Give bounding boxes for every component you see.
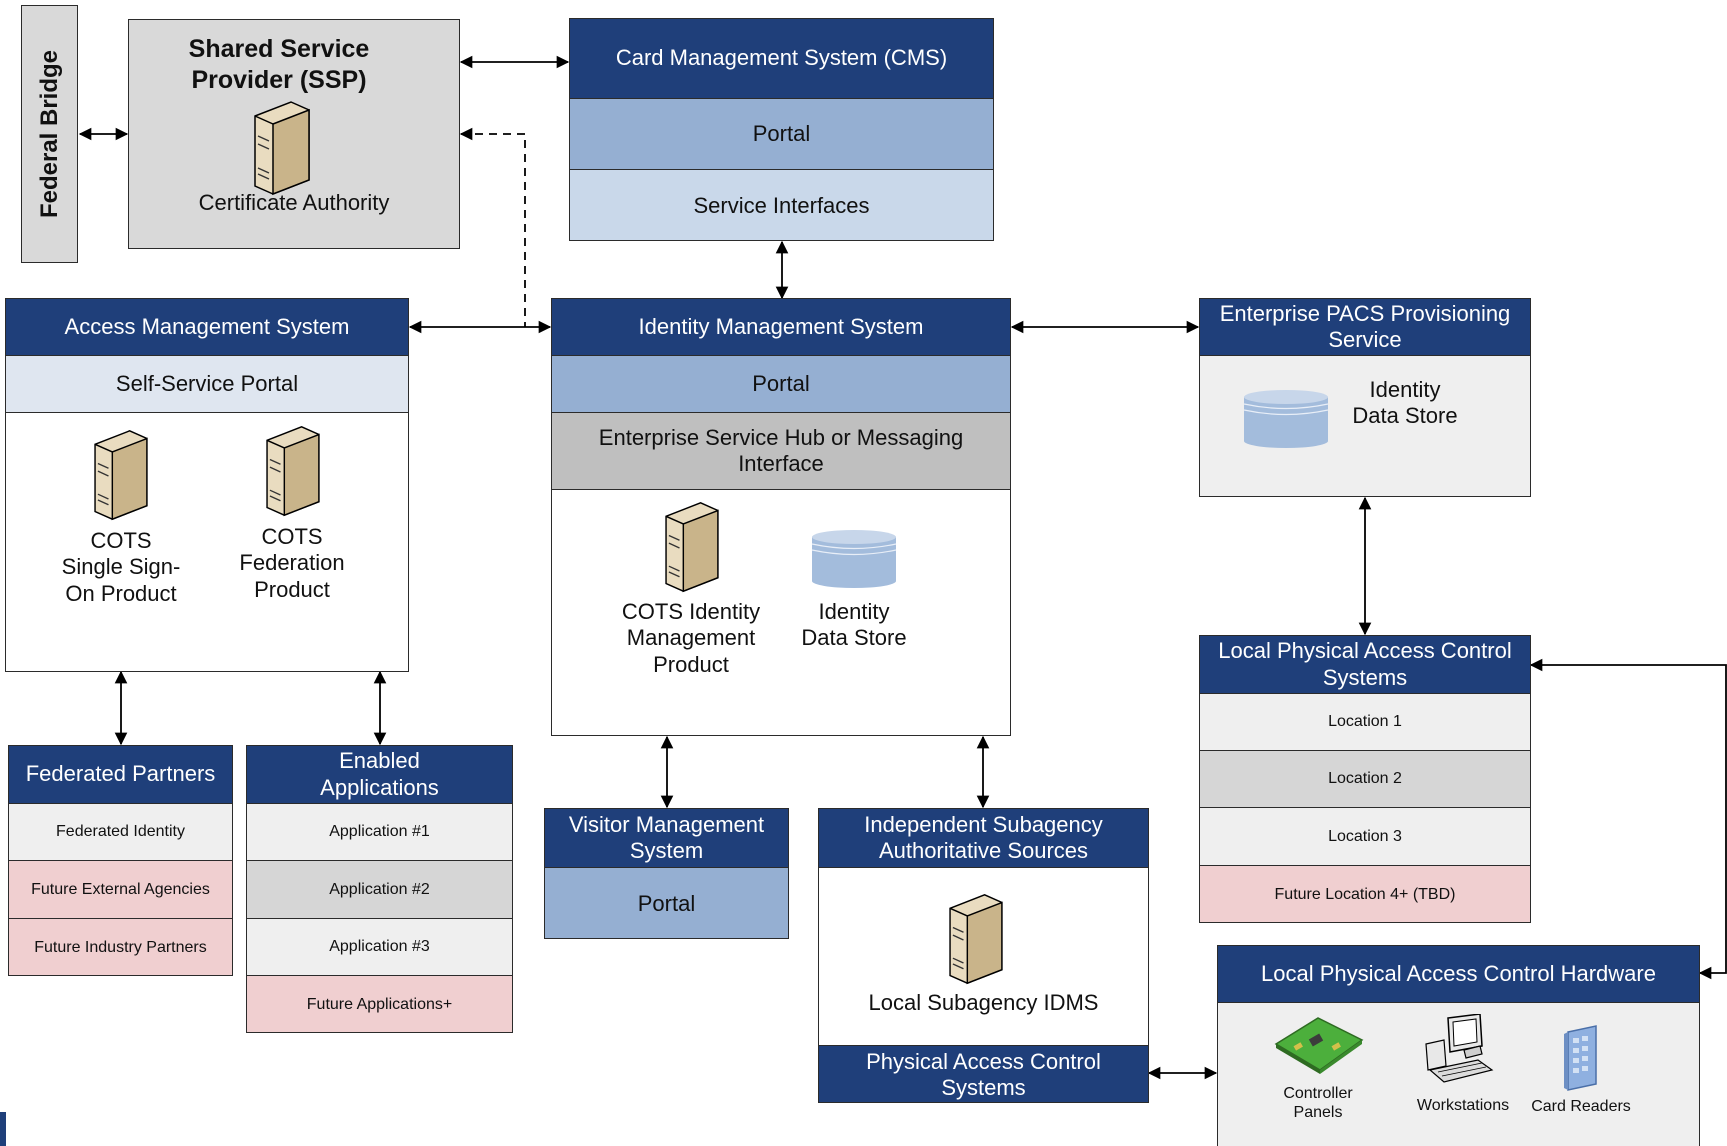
pacs-provisioning-title: Enterprise PACS Provisioning Service xyxy=(1200,299,1530,356)
local-pacs-row: Location 2 xyxy=(1200,751,1530,808)
ams-self-service-portal: Self-Service Portal xyxy=(6,356,408,413)
local-pacs-box: Local Physical Access Control Systems Lo… xyxy=(1199,635,1531,923)
subagency-title: Independent Subagency Authoritative Sour… xyxy=(819,809,1148,868)
visitor-box: Visitor Management System Portal xyxy=(544,808,789,939)
database-icon xyxy=(811,530,897,588)
hardware-controller-label: Controller Panels xyxy=(1283,1085,1353,1122)
subagency-pacs: Physical Access Control Systems xyxy=(819,1045,1148,1102)
server-icon xyxy=(94,430,148,521)
federated-partners-box: Federated Partners Federated Identity Fu… xyxy=(8,745,233,976)
ssp-title: Shared Service Provider (SSP) xyxy=(188,35,370,95)
circuit-board-icon xyxy=(1274,1017,1364,1074)
server-icon xyxy=(949,894,1003,985)
visitor-title: Visitor Management System xyxy=(545,809,788,868)
ams-sso-label: COTS Single Sign-On Product xyxy=(61,528,181,606)
pacs-provisioning-box: Enterprise PACS Provisioning Service Ide… xyxy=(1199,298,1531,497)
server-icon xyxy=(665,502,719,593)
hardware-card-readers-label: Card Readers xyxy=(1531,1098,1631,1115)
ims-portal: Portal xyxy=(552,356,1010,413)
corner-mark xyxy=(0,1112,6,1146)
enabled-apps-box: Enabled Applications Application #1 Appl… xyxy=(246,745,513,1033)
card-reader-icon xyxy=(1564,1025,1597,1091)
visitor-portal: Portal xyxy=(545,868,788,938)
connector-local-hardware xyxy=(1529,658,1727,980)
federated-partners-row: Federated Identity xyxy=(9,804,232,861)
ssp-ca-label: Certificate Authority xyxy=(198,190,390,215)
connector-ssp-dashed xyxy=(459,127,526,327)
hardware-workstations-label: Workstations xyxy=(1416,1097,1510,1114)
enabled-apps-row: Application #2 xyxy=(247,861,512,919)
enabled-apps-title: Enabled Applications xyxy=(247,746,512,804)
workstation-icon xyxy=(1425,1014,1494,1083)
server-icon xyxy=(266,426,320,517)
subagency-box: Independent Subagency Authoritative Sour… xyxy=(818,808,1149,1103)
enabled-apps-row: Application #1 xyxy=(247,804,512,861)
ams-federation-label: COTS Federation Product xyxy=(239,524,345,602)
ssp-box: Shared Service Provider (SSP) Certificat… xyxy=(128,19,460,249)
ams-title: Access Management System xyxy=(6,299,408,356)
enabled-apps-row: Future Applications+ xyxy=(247,976,512,1032)
federated-partners-row: Future External Agencies xyxy=(9,861,232,919)
ims-hub: Enterprise Service Hub or Messaging Inte… xyxy=(552,413,1010,490)
server-icon xyxy=(254,101,310,196)
cms-title: Card Management System (CMS) xyxy=(570,19,993,99)
ims-store-label: Identity Data Store xyxy=(801,599,907,651)
federated-partners-row: Future Industry Partners xyxy=(9,919,232,975)
ams-box: Access Management System Self-Service Po… xyxy=(5,298,409,672)
ims-title: Identity Management System xyxy=(552,299,1010,356)
hardware-box: Local Physical Access Control Hardware C… xyxy=(1217,945,1700,1146)
federated-partners-title: Federated Partners xyxy=(9,746,232,804)
cms-service-interfaces: Service Interfaces xyxy=(570,170,993,240)
local-pacs-row: Location 1 xyxy=(1200,694,1530,751)
database-icon xyxy=(1243,390,1329,448)
ims-box: Identity Management System Portal Enterp… xyxy=(551,298,1011,736)
federal-bridge-box: Federal Bridge xyxy=(21,5,78,263)
cms-portal: Portal xyxy=(570,99,993,170)
federal-bridge-label: Federal Bridge xyxy=(35,49,63,219)
local-pacs-row: Future Location 4+ (TBD) xyxy=(1200,866,1530,922)
subagency-idms-label: Local Subagency IDMS xyxy=(868,990,1099,1015)
enabled-apps-row: Application #3 xyxy=(247,919,512,976)
cms-box: Card Management System (CMS) Portal Serv… xyxy=(569,18,994,241)
ims-cots-label: COTS Identity Management Product xyxy=(621,599,761,677)
local-pacs-title: Local Physical Access Control Systems xyxy=(1200,636,1530,694)
pacs-provisioning-store-label: Identity Data Store xyxy=(1352,377,1458,429)
hardware-title: Local Physical Access Control Hardware xyxy=(1218,946,1699,1003)
local-pacs-row: Location 3 xyxy=(1200,808,1530,866)
